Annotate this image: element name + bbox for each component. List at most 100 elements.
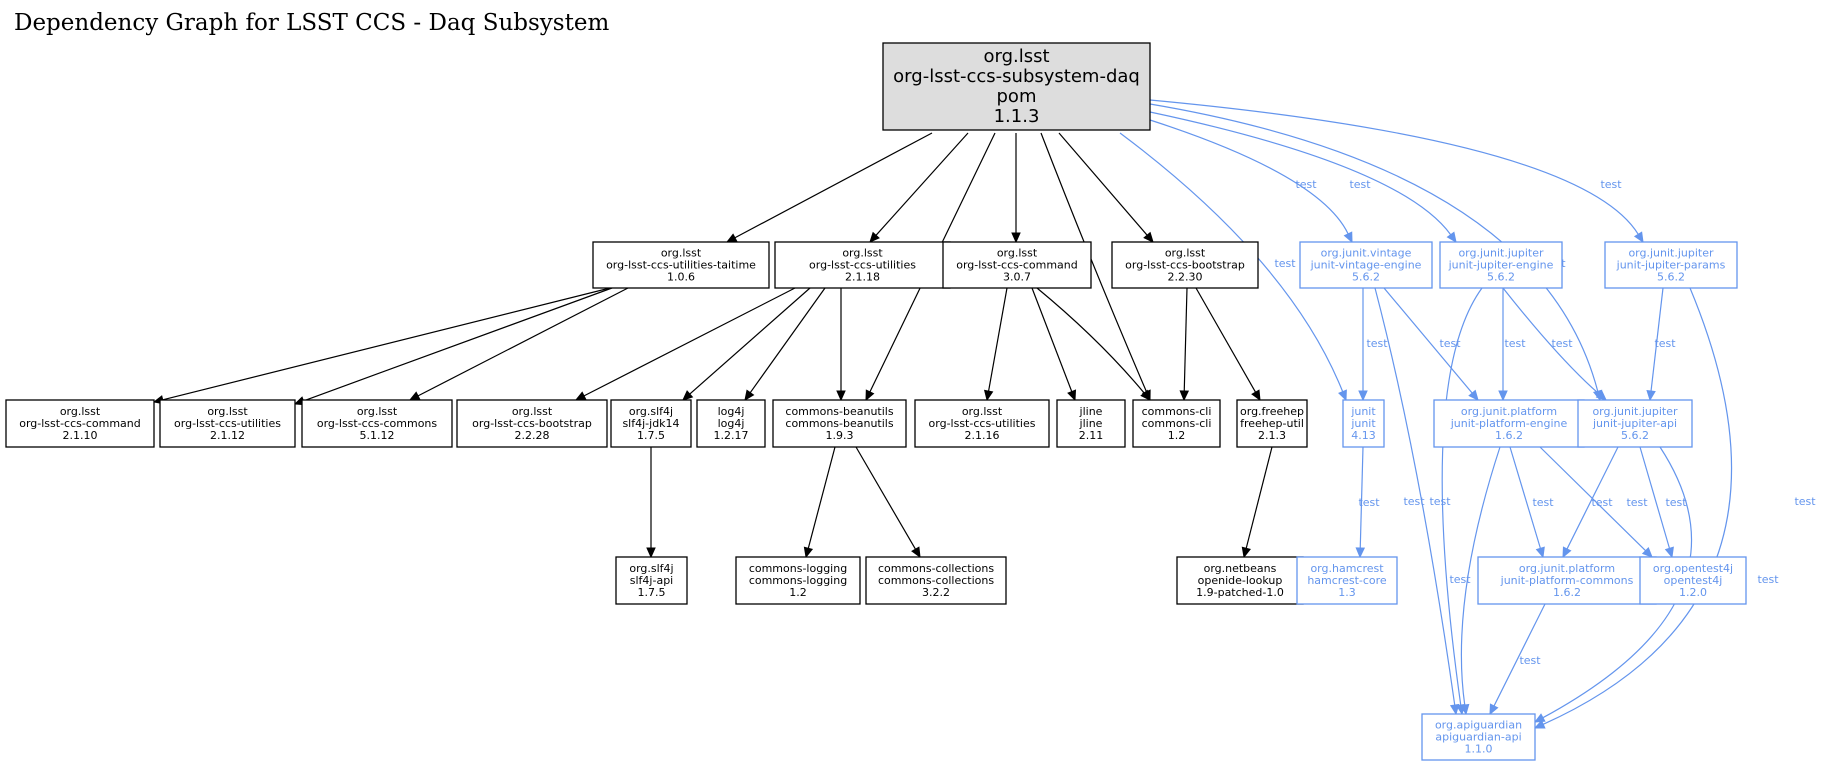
node-platcom[interactable]: org.junit.platformjunit-platform-commons…	[1477, 556, 1657, 605]
edge-jupeng-to-jupapi: test	[1502, 287, 1607, 401]
edge-util218-to-slf4jjdk	[682, 287, 811, 401]
node-label-line: org.junit.jupiter	[1628, 246, 1714, 259]
edge-arrowhead	[836, 390, 846, 402]
edge-label: test	[1600, 178, 1622, 191]
edge-beanutils-to-collections	[855, 446, 921, 559]
node-openide[interactable]: org.netbeansopenide-lookup1.9-patched-1.…	[1176, 556, 1304, 605]
node-label-line: 1.2.17	[714, 429, 749, 442]
edge-arrowhead	[1446, 231, 1457, 243]
node-label-line: 5.6.2	[1352, 270, 1380, 283]
node-label-line: org-lsst-ccs-commons	[317, 417, 438, 430]
node-label-line: org-lsst-ccs-utilities-taitime	[606, 258, 756, 271]
node-box	[882, 42, 1151, 131]
edge-line	[1149, 99, 1639, 235]
edge-line	[689, 287, 811, 395]
node-label-line: 2.1.16	[965, 429, 1000, 442]
edge-vintage-to-apiguard: test	[1374, 287, 1460, 716]
node-label-line: org-lsst-ccs-utilities	[809, 258, 916, 271]
edge-arrowhead	[1535, 546, 1545, 559]
node-collections[interactable]: commons-collectionscommons-collections3.…	[865, 556, 1007, 605]
node-label-line: 1.7.5	[638, 586, 666, 599]
node-label-line: jline	[1079, 405, 1103, 418]
node-box	[592, 241, 770, 289]
node-label-line: 2.1.18	[845, 270, 880, 283]
node-label-line: org.netbeans	[1204, 562, 1277, 575]
node-box	[1176, 556, 1304, 605]
node-label-line: org.lsst	[842, 246, 883, 259]
edge-line	[162, 287, 611, 401]
edge-arrowhead	[682, 390, 694, 401]
edge-plateng-to-platcom: test	[1509, 446, 1554, 559]
node-taitime[interactable]: org.lsstorg-lsst-ccs-utilities-taitime1.…	[592, 241, 770, 289]
edge-taitime-to-cmd2110	[152, 287, 611, 405]
edge-root-to-cmd307	[1011, 133, 1021, 244]
node-vintage[interactable]: org.junit.vintagejunit-vintage-engine5.6…	[1299, 241, 1433, 289]
node-label-line: org-lsst-ccs-command	[956, 258, 1078, 271]
node-label-line: 1.2	[1168, 429, 1186, 442]
edge-taitime-to-util2112	[293, 287, 613, 406]
edge-arrowhead	[1179, 390, 1190, 402]
graph-title: Dependency Graph for LSST CCS - Daq Subs…	[14, 10, 609, 36]
node-box	[735, 556, 861, 605]
node-label-line: commons-beanutils	[785, 405, 893, 418]
node-label-line: org.lsst	[661, 246, 702, 259]
node-label-line: org.lsst	[997, 246, 1038, 259]
node-label-line: junit-platform-commons	[1500, 574, 1634, 587]
node-jupeng[interactable]: org.junit.jupiterjunit-jupiter-engine5.6…	[1439, 241, 1563, 289]
node-root[interactable]: org.lsstorg-lsst-ccs-subsystem-daqpom1.1…	[882, 42, 1151, 131]
edge-label: test	[1358, 496, 1380, 509]
node-box	[159, 399, 296, 448]
edge-line	[1036, 287, 1145, 394]
node-plateng[interactable]: org.junit.platformjunit-platform-engine1…	[1433, 399, 1585, 448]
node-label-line: 1.9-patched-1.0	[1196, 586, 1284, 599]
edge-line	[987, 287, 1008, 392]
node-box	[1342, 399, 1385, 448]
node-label-line: hamcrest-core	[1307, 574, 1387, 587]
node-label-line: 1.6.2	[1495, 429, 1523, 442]
node-label-line: 1.2	[789, 586, 807, 599]
node-label-line: org.apiguardian	[1435, 718, 1522, 731]
node-box	[615, 556, 688, 605]
edge-arrowhead	[1143, 231, 1154, 243]
node-label-line: 1.2.0	[1679, 586, 1707, 599]
node-label-line: org-lsst-ccs-command	[19, 417, 141, 430]
edge-util218-to-boot2228	[574, 287, 796, 401]
edge-label: test	[1519, 654, 1541, 667]
edge-label: test	[1532, 496, 1554, 509]
node-box	[1421, 713, 1536, 761]
node-label-line: org.junit.platform	[1461, 405, 1557, 418]
node-label-line: junit	[1350, 417, 1376, 430]
edge-vintage-to-junit: test	[1358, 288, 1388, 402]
edge-beanutils-to-logging	[803, 446, 836, 559]
node-juppar[interactable]: org.junit.jupiterjunit-jupiter-params5.6…	[1604, 241, 1738, 289]
edge-taitime-to-commons5112	[408, 287, 629, 401]
node-label-line: 5.6.2	[1657, 270, 1685, 283]
edge-label: test	[1794, 495, 1816, 508]
edge-line	[1383, 287, 1473, 394]
edge-line	[1119, 132, 1344, 392]
node-label-line: commons-collections	[878, 574, 994, 587]
edge-arrowhead	[1140, 389, 1151, 401]
node-label-line: slf4j-jdk14	[622, 417, 679, 430]
